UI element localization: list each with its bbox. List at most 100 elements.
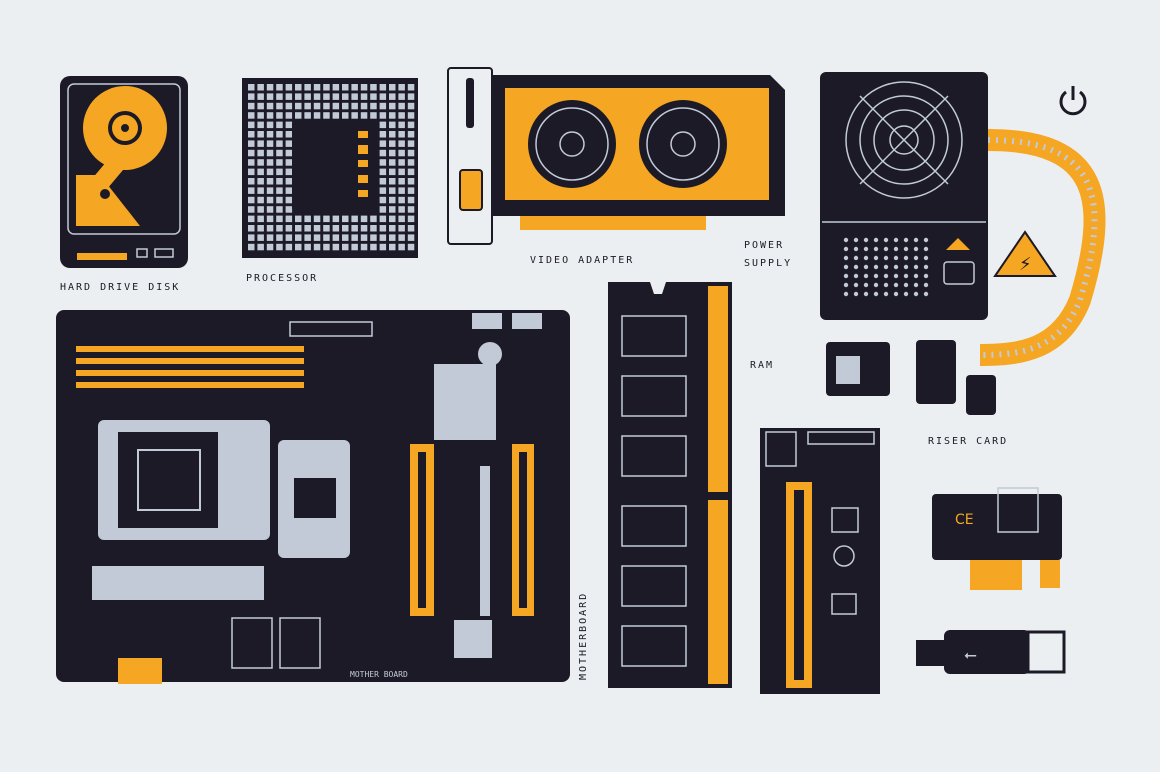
cpu-pin (276, 225, 283, 232)
cpu-pin (248, 140, 255, 147)
ram-chip (621, 315, 687, 357)
cpu-pin (248, 84, 255, 91)
cpu-pin (389, 178, 396, 185)
cpu-pin (389, 140, 396, 147)
vent-hole (903, 282, 909, 288)
cpu-pin (266, 131, 274, 138)
cpu-pin (266, 234, 274, 241)
vent-hole (913, 264, 919, 270)
cpu-pin (276, 131, 283, 138)
cpu-pin (295, 243, 302, 251)
cpu-pin (313, 215, 321, 223)
vent-hole (853, 246, 859, 252)
cpu-pin (342, 215, 349, 223)
cpu-pin (389, 102, 396, 110)
cpu-pin (370, 225, 377, 232)
cpu-pin (276, 196, 283, 204)
cpu-pin (389, 215, 396, 223)
cpu-pin (248, 215, 255, 223)
cpu-pin (248, 93, 255, 100)
cpu-pin (285, 112, 293, 119)
vent-hole (913, 291, 919, 297)
cpu-pin (389, 187, 396, 194)
ram-chip (621, 375, 687, 417)
cpu-pin (295, 93, 302, 100)
vent-hole (843, 237, 849, 243)
vent-hole (873, 264, 879, 270)
cpu-pin (257, 243, 264, 251)
vent-hole (863, 264, 869, 270)
cpu-pin (379, 225, 387, 232)
processor-label: PROCESSOR (246, 273, 318, 284)
cpu-pin (407, 243, 415, 251)
cpu-pin (257, 187, 264, 194)
cpu-pin (295, 84, 302, 91)
vent-hole (863, 291, 869, 297)
cpu-pin (398, 84, 405, 91)
cpu-pin (285, 84, 293, 91)
cpu-pin (332, 84, 340, 91)
cpu-pin (257, 234, 264, 241)
vent-hole (883, 246, 889, 252)
cpu-pin (266, 121, 274, 129)
cpu-pin (351, 215, 358, 223)
cpu-pin (407, 178, 415, 185)
cpu-pin (379, 196, 387, 204)
ram: RAM (608, 282, 772, 688)
cpu-pin (379, 93, 387, 100)
cpu-pin (323, 112, 330, 119)
cpu-pin (389, 196, 396, 204)
vent-hole (863, 246, 869, 252)
vent-hole (873, 282, 879, 288)
cpu-pin (257, 149, 264, 157)
vent-hole (853, 264, 859, 270)
cpu-pin (332, 243, 340, 251)
cpu-pin (407, 206, 415, 213)
cpu-pin (257, 102, 264, 110)
cpu-pin (313, 243, 321, 251)
cpu-pin (257, 225, 264, 232)
cpu-pin (295, 102, 302, 110)
cpu-pin (389, 121, 396, 129)
cpu-pin (323, 234, 330, 241)
cpu-pin (295, 225, 302, 232)
cpu-pin (389, 243, 396, 251)
cpu-pin (266, 206, 274, 213)
cpu-pin (266, 168, 274, 176)
cpu-pin (276, 243, 283, 251)
vent-hole (923, 246, 929, 252)
cpu-pin (370, 234, 377, 241)
vent-hole (923, 264, 929, 270)
cpu-pin (257, 93, 264, 100)
video-adapter-label: VIDEO ADAPTER (530, 255, 634, 266)
cpu-pin (248, 159, 255, 166)
cpu-pin (313, 93, 321, 100)
vent-hole (923, 291, 929, 297)
cpu-pin (389, 225, 396, 232)
cpu-pin (248, 206, 255, 213)
vent-hole (853, 237, 859, 243)
vent-hole (863, 282, 869, 288)
cpu-pin (407, 225, 415, 232)
cpu-pin (323, 215, 330, 223)
cpu-pin (370, 84, 377, 91)
cpu-pin (248, 243, 255, 251)
vent-hole (853, 255, 859, 261)
vent-hole (913, 273, 919, 279)
vent-hole (863, 273, 869, 279)
vent-hole (883, 291, 889, 297)
warning-icon: ⚡ (1019, 254, 1032, 275)
cpu-pin (285, 178, 293, 185)
cpu-pin (248, 112, 255, 119)
vent-hole (873, 273, 879, 279)
cpu-pin (257, 131, 264, 138)
cpu-pin (313, 84, 321, 91)
cpu-pin (342, 112, 349, 119)
cpu-pin (370, 102, 377, 110)
usb-icon: ⭠ (964, 645, 977, 664)
cpu-pin (379, 102, 387, 110)
cpu-pin (257, 206, 264, 213)
cpu-pin (398, 225, 405, 232)
cpu-pin (276, 215, 283, 223)
cpu-pin (323, 243, 330, 251)
